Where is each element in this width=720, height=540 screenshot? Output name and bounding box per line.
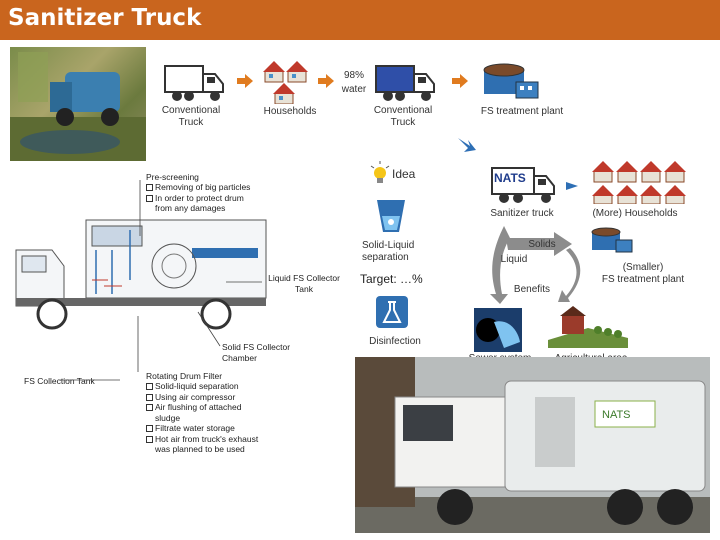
liquid-tank-label: Liquid FS Collector Tank (268, 273, 340, 294)
drum-list: Solid-liquid separation Using air compre… (146, 381, 266, 455)
conventional-truck-icon-2 (375, 65, 435, 101)
sewer-icon (474, 308, 522, 352)
conventional-truck-icon-1 (164, 65, 224, 101)
svg-text:NATS: NATS (602, 409, 631, 421)
truck-field-illustration (10, 52, 146, 161)
arrow-right-icon-3 (452, 74, 468, 88)
truck-field-photo (10, 47, 146, 161)
sanitizer-truck-label: Sanitizer truck (490, 208, 554, 219)
disinfection-label: Disinfection (369, 336, 421, 347)
target-label: Target: …% (360, 272, 423, 286)
prescreen-title: Pre-screening (146, 172, 199, 182)
arrow-right-icon-1 (237, 74, 253, 88)
title-bar: Sanitizer Truck (0, 0, 720, 40)
list-item: Removing of big particles (146, 182, 266, 193)
arrow-right-icon-2 (318, 74, 334, 88)
list-item: Using air compressor (146, 392, 266, 403)
solid-chamber-label: Solid FS Collector Chamber (222, 342, 291, 363)
households-label: Households (263, 106, 317, 117)
fs-plant-icon (483, 63, 539, 99)
idea-label: Idea (392, 167, 416, 181)
nats-logo-text: NATS (494, 171, 526, 185)
smaller-plant-label: (Smaller) FS treatment plant (601, 262, 685, 285)
curved-arrow-icon (458, 138, 476, 152)
list-item: In order to protect drum from any damage… (146, 193, 266, 214)
flow-arrows (490, 226, 581, 304)
list-item: Air flushing of attached sludge (146, 402, 266, 423)
benefits-label: Benefits (513, 284, 551, 295)
house-icons (263, 61, 308, 105)
water-percentage: 98% (343, 70, 364, 81)
conventional-truck-label-1: Conventional Truck (161, 105, 221, 128)
truck-diagram (15, 219, 267, 330)
more-households-label: (More) Households (592, 208, 678, 219)
separation-icon (377, 200, 405, 232)
sanitizer-truck-icon (491, 167, 555, 203)
smaller-plant-icon (591, 227, 633, 253)
households-icon-group (263, 60, 323, 105)
list-item: Filtrate water storage (146, 423, 266, 434)
more-households-icon (592, 161, 686, 204)
lightbulb-icon (370, 161, 390, 183)
fs-plant-label: FS treatment plant (480, 106, 564, 117)
water-word: water (341, 84, 367, 95)
sanitizer-truck-photo: NATS (355, 357, 710, 533)
list-item: Solid-liquid separation (146, 381, 266, 392)
conventional-truck-label-2: Conventional Truck (373, 105, 433, 128)
drum-title: Rotating Drum Filter (146, 371, 223, 381)
flask-icon (376, 296, 408, 328)
page-title: Sanitizer Truck (8, 5, 202, 31)
liquid-label: Liquid (500, 254, 528, 265)
farm-icon (548, 306, 628, 348)
solids-label: Solids (528, 239, 556, 250)
sanitizer-truck-illustration: NATS (355, 357, 710, 533)
list-item: Hot air from truck's exhaust was planned… (146, 434, 266, 455)
fs-tank-label: FS Collection Tank (24, 376, 95, 386)
solid-liquid-label: Solid-Liquid separation (362, 240, 415, 263)
arrow-right-icon-4 (566, 182, 578, 190)
prescreen-list: Removing of big particles In order to pr… (146, 182, 266, 214)
